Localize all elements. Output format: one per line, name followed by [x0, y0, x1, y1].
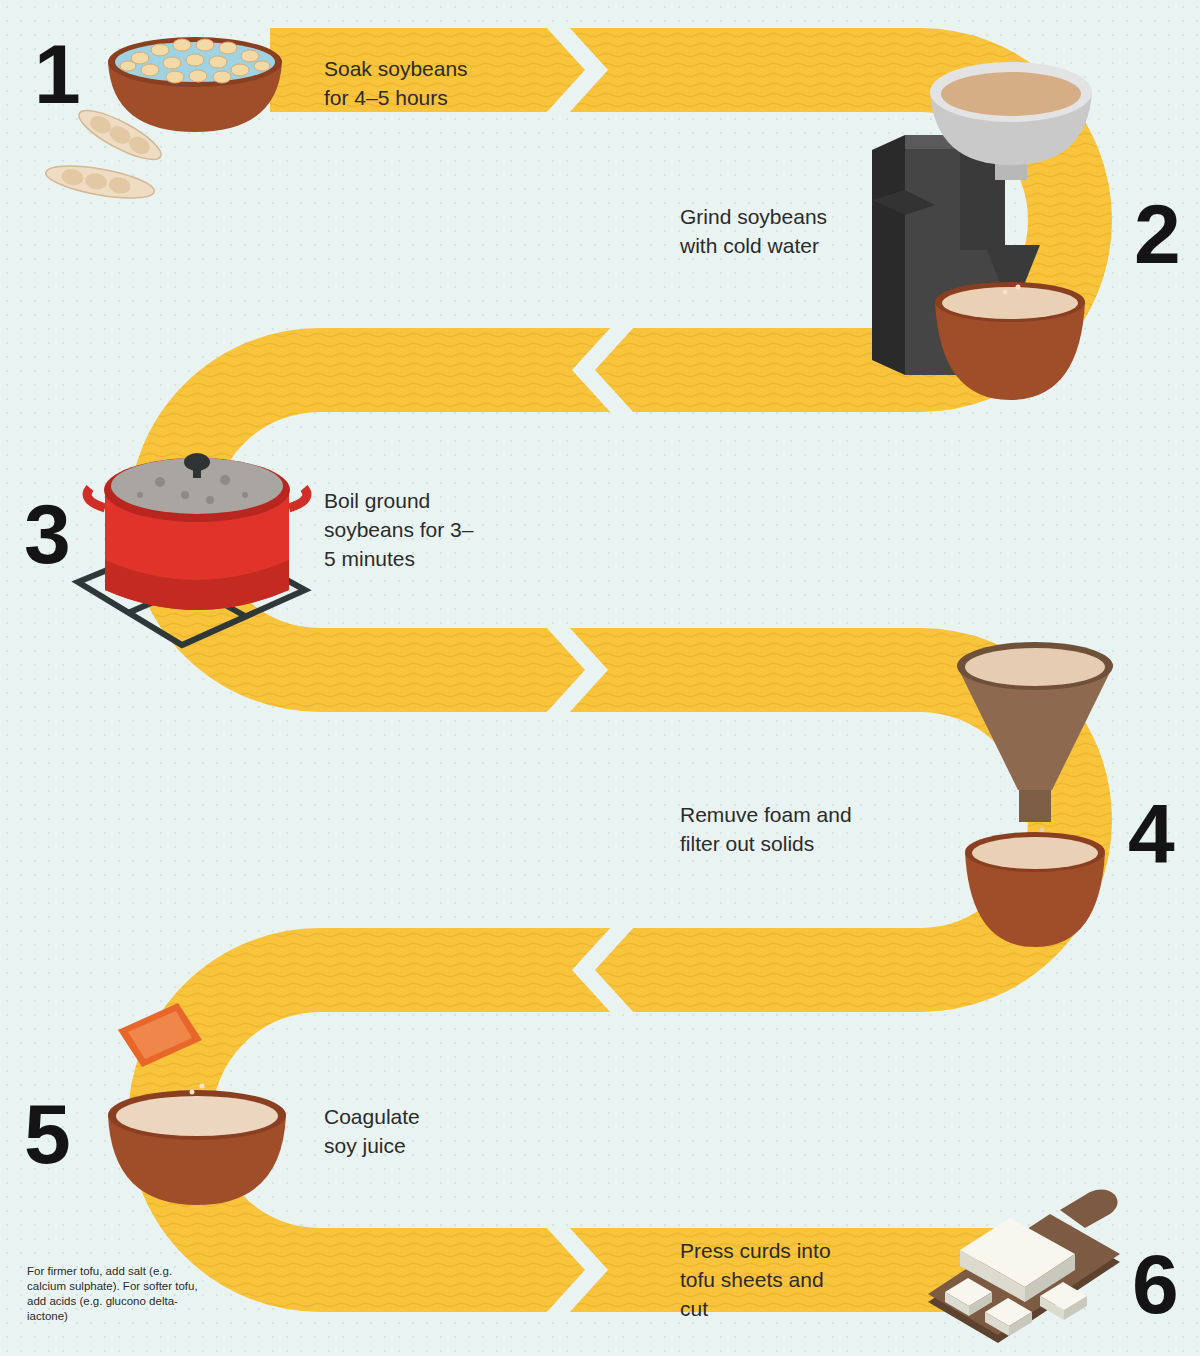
pot-handle [87, 488, 105, 508]
chevron-gap [545, 626, 608, 714]
pot-lid [111, 458, 283, 514]
bowl-rim [108, 37, 282, 87]
board-top [928, 1214, 1120, 1335]
soy-juice [116, 1096, 278, 1136]
chevron-gap [545, 1226, 608, 1314]
bubbles [137, 475, 248, 504]
grinder-side [872, 135, 905, 375]
callout-number: 2 [1134, 192, 1181, 276]
ground-beans [941, 72, 1081, 116]
soy-milk [965, 648, 1105, 686]
callout-number: 3 [24, 492, 71, 576]
step-label: Boil ground soybeans for 3–5 minutes [324, 486, 474, 573]
coagulant-packet [118, 1003, 202, 1067]
callout-number: 4 [1128, 792, 1175, 876]
funnel-filter [957, 642, 1113, 947]
chevron-gap [572, 326, 635, 414]
step-label: Coagulate soy juice [324, 1102, 436, 1160]
pot-on-stove [78, 453, 307, 645]
cutting-board [928, 1190, 1120, 1343]
footnote: For firmer tofu, add salt (e.g. calcium … [27, 1264, 199, 1324]
callout-number: 1 [34, 32, 81, 116]
callout-number: 6 [1132, 1242, 1179, 1326]
step-label: Remuve foam and filter out solids [680, 800, 880, 858]
soy-pods [44, 102, 167, 204]
chevron-gap [572, 926, 635, 1014]
chevron-gap [545, 26, 608, 114]
pot-handle [289, 488, 307, 508]
chevron-gaps [545, 26, 635, 1314]
step-label: Grind soybeans with cold water [680, 202, 860, 260]
tofu-blocks [945, 1218, 1087, 1336]
step-label: Soak soybeans for 4–5 hours [324, 54, 489, 112]
bowl-water [115, 42, 275, 82]
callout-number: 5 [24, 1092, 71, 1176]
pot-rim [104, 458, 290, 522]
grinder [872, 62, 1092, 400]
coagulate-bowl [108, 1003, 286, 1205]
board-handle [1060, 1190, 1118, 1228]
soybeans [120, 39, 270, 83]
step-label: Press curds into tofu sheets and cut [680, 1236, 852, 1323]
flow-band [170, 70, 1070, 1270]
